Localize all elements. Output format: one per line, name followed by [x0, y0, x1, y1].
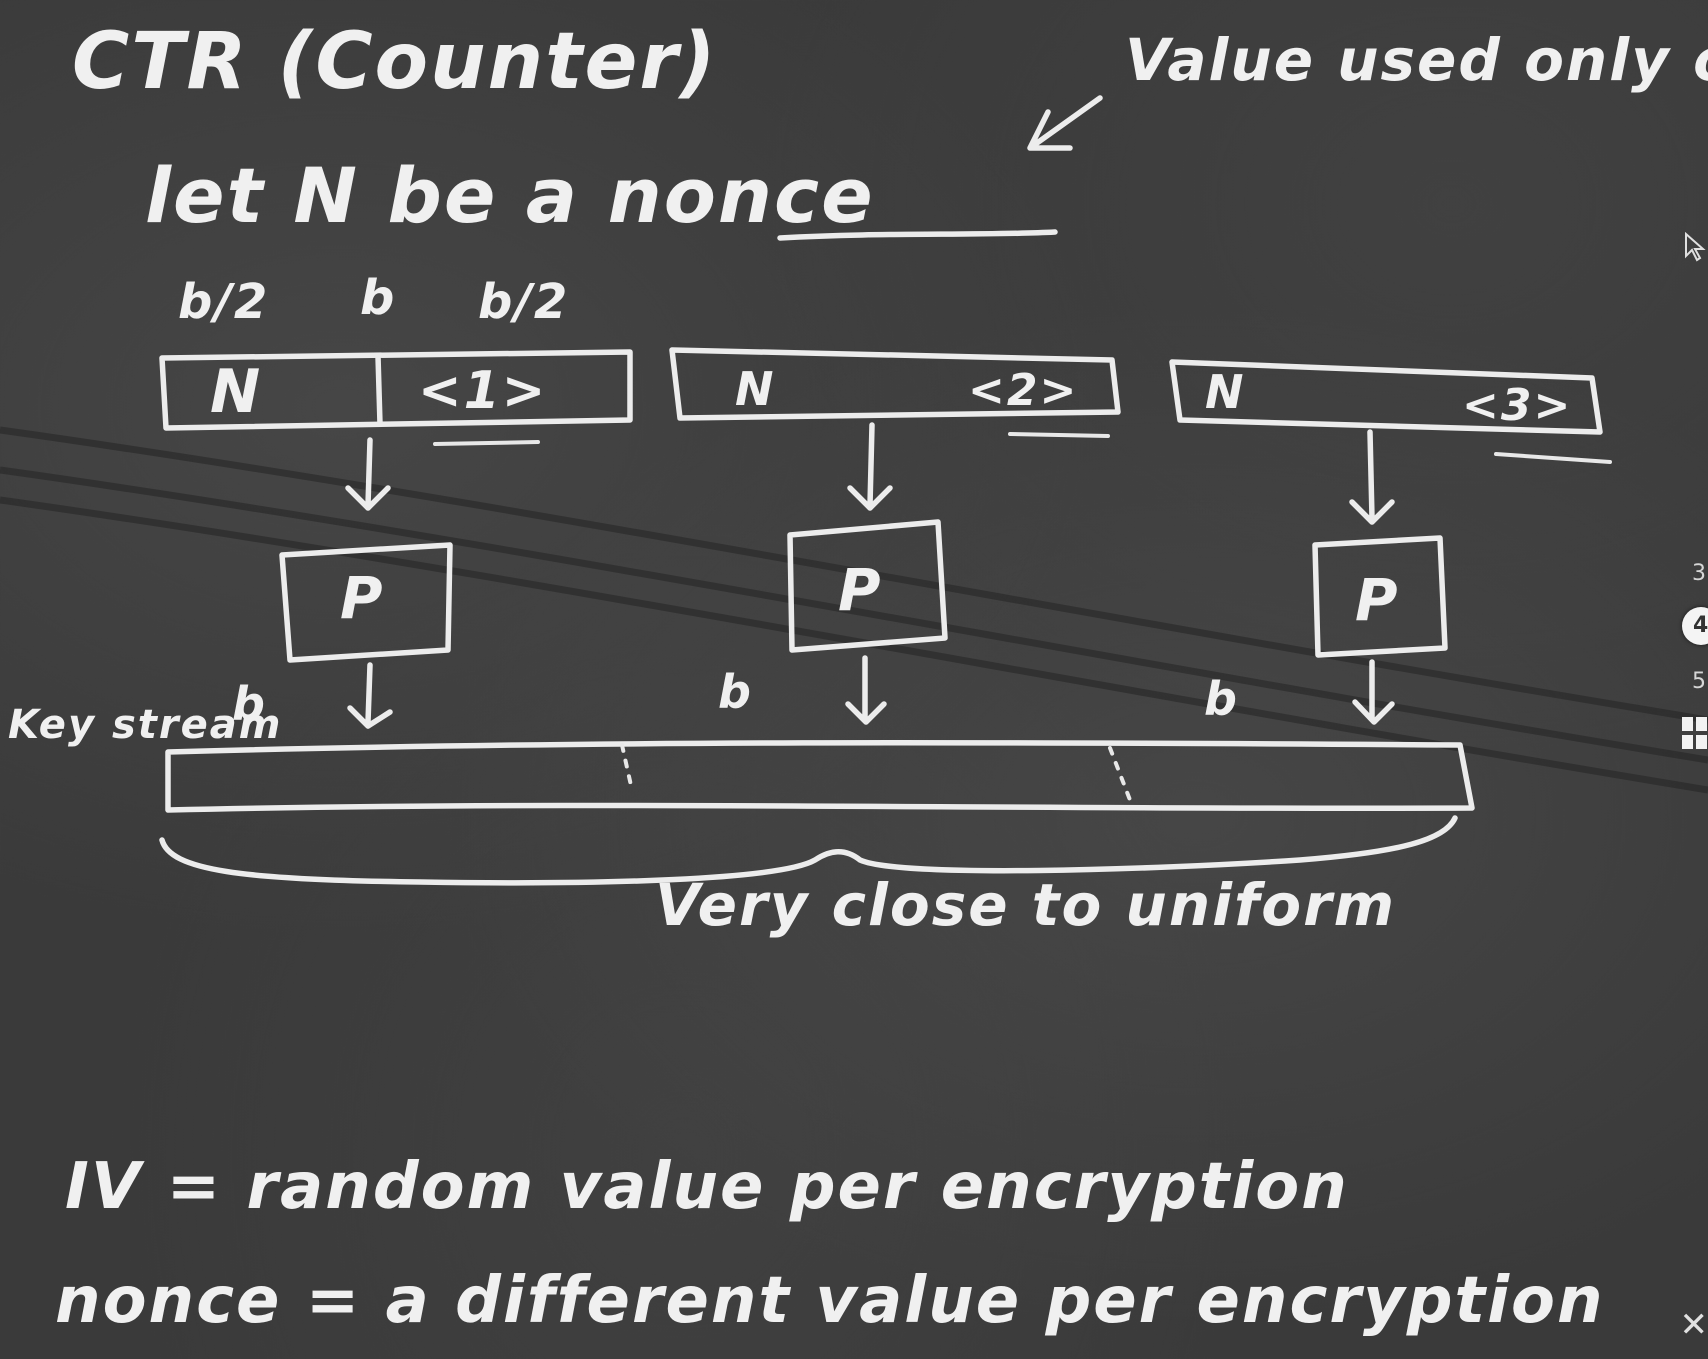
permutation-box-1: P: [279, 542, 453, 729]
permutation-2-label: P: [838, 556, 883, 624]
block-1-arrow: [345, 437, 391, 511]
block-1-counter: <1>: [418, 361, 547, 421]
nonce-underline: [777, 229, 1058, 241]
counter-block-2: N <2>: [669, 347, 1121, 511]
grid-icon[interactable]: [1682, 717, 1708, 751]
close-icon[interactable]: ✕: [1679, 1305, 1708, 1345]
slide-number-next[interactable]: 5: [1692, 669, 1706, 694]
cursor-icon: [1685, 232, 1706, 262]
permutation-3-label: P: [1355, 566, 1400, 634]
bit-label-half-right: b/2: [478, 274, 569, 330]
output-width-3: b: [1204, 672, 1239, 726]
block-3-nonce: N: [1205, 365, 1246, 419]
nonce-definition-text: Value used only once: [1125, 26, 1708, 94]
block-2-nonce: N: [735, 362, 776, 416]
keystream-label: Key stream: [8, 702, 282, 748]
definition-arrow: [1027, 95, 1103, 151]
bit-label-half-left: b/2: [178, 274, 269, 330]
permutation-box-2: P: [787, 519, 948, 725]
keystream-bar: [165, 739, 1475, 813]
permutation-1-label: P: [340, 564, 385, 632]
block-1-nonce: N: [210, 357, 262, 427]
output-width-1: b: [232, 677, 267, 731]
block-3-counter: <3>: [1462, 380, 1572, 431]
slide-number-current[interactable]: 4: [1682, 607, 1708, 645]
output-width-2: b: [718, 665, 753, 719]
counter-block-1: N <1>: [159, 349, 633, 511]
iv-definition-line: IV = random value per encryption: [65, 1150, 1349, 1224]
block-2-counter: <2>: [968, 365, 1078, 416]
title-text: CTR (Counter): [72, 17, 718, 107]
block-2-arrow: [847, 422, 893, 511]
slide-number-prev[interactable]: 3: [1692, 561, 1706, 586]
nonce-definition-line: nonce = a different value per encryption: [55, 1264, 1605, 1338]
counter-block-3: N <3>: [1169, 359, 1612, 525]
keystream-brace: [159, 815, 1458, 886]
block-3-arrow: [1349, 429, 1395, 525]
intro-line-text: let N be a nonce: [145, 151, 875, 240]
permutation-box-3: P: [1312, 535, 1448, 725]
bit-label-full: b: [360, 270, 396, 326]
brace-caption: Very close to uniform: [655, 871, 1396, 939]
